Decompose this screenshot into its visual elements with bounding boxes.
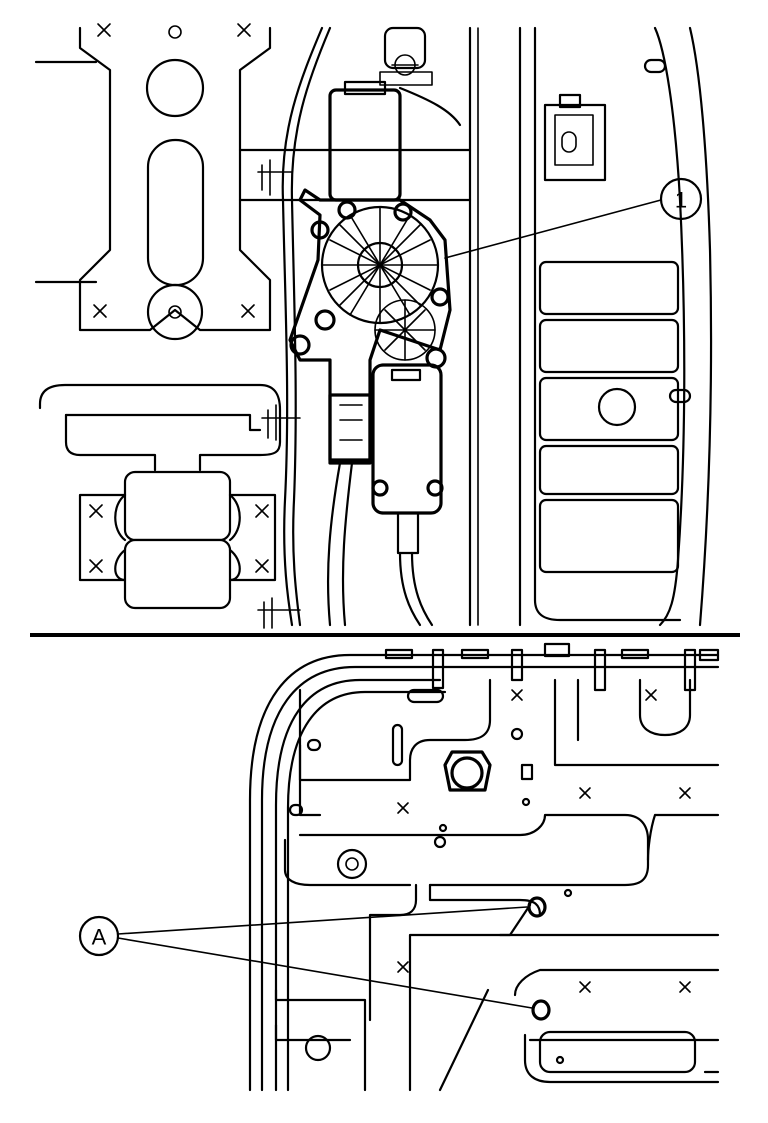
bracket-plate	[34, 23, 272, 341]
right-panel	[533, 26, 713, 627]
callout-a: A	[78, 906, 533, 1009]
callout-1-label: 1	[675, 188, 687, 213]
callout-a-label: A	[92, 925, 107, 950]
bottom-view: A	[78, 642, 720, 1092]
motor-gear-spokes	[321, 206, 439, 324]
top-connector	[379, 26, 462, 127]
cable-left	[257, 26, 332, 629]
lower-left-clips	[38, 383, 282, 610]
inner-panel	[274, 678, 720, 1092]
bottom-cross-marks	[397, 689, 691, 993]
latch-assembly	[304, 727, 573, 1065]
top-view: 1	[34, 23, 713, 629]
window-regulator-motor	[288, 80, 452, 555]
callout-1: 1	[444, 177, 703, 259]
cross-marks	[93, 23, 255, 318]
door-panel-holes	[527, 896, 551, 1021]
top-tabs	[288, 642, 720, 817]
door-frame	[248, 653, 720, 1092]
